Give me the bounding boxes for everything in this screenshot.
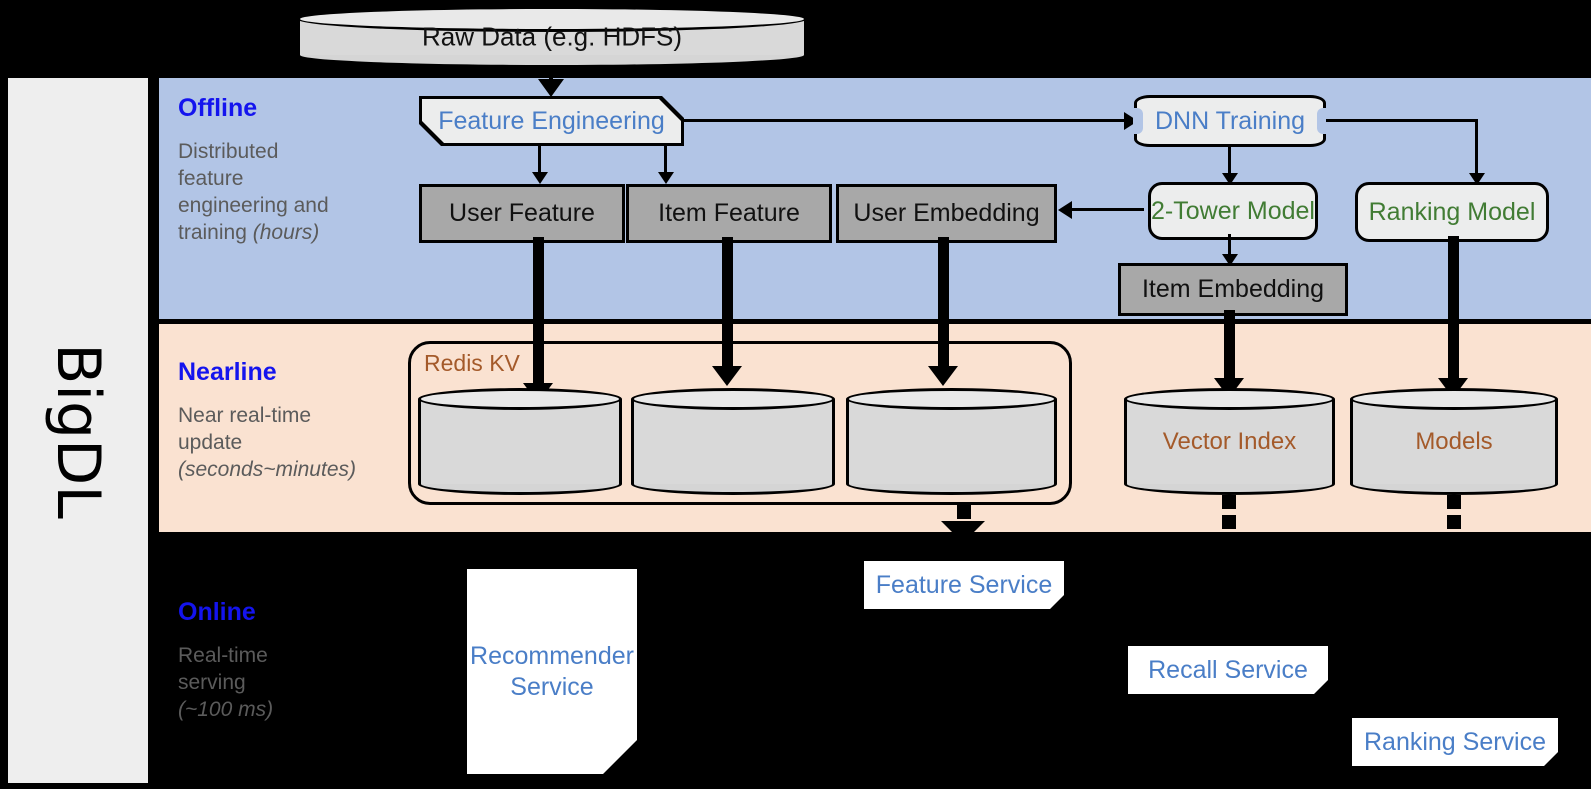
cylinder-top bbox=[846, 388, 1057, 410]
arrow-dnn-ranking-v bbox=[1475, 119, 1478, 178]
nearline-title: Nearline bbox=[178, 358, 277, 386]
user-feature-label: User Feature bbox=[449, 199, 595, 227]
two-tower-model-label: 2-Tower Model bbox=[1151, 196, 1315, 225]
recall-service-label: Recall Service bbox=[1148, 655, 1308, 684]
recall-service-card[interactable]: Recall Service bbox=[1128, 646, 1328, 694]
dnn-training-box[interactable]: DNN Training bbox=[1133, 95, 1327, 147]
raw-data-store[interactable]: Raw Data (e.g. HDFS) bbox=[297, 6, 807, 68]
ranking-service-card[interactable]: Ranking Service bbox=[1352, 718, 1558, 766]
flow-userembedding-kv-head bbox=[928, 366, 958, 386]
ranking-model-label: Ranking Model bbox=[1368, 197, 1536, 226]
box-fill bbox=[422, 99, 681, 143]
kv-store-item-feature[interactable] bbox=[631, 388, 835, 495]
redis-kv-label: Redis KV bbox=[424, 350, 520, 376]
arrow-twotower-userembedding-head bbox=[1058, 201, 1072, 219]
cylinder-top bbox=[631, 388, 835, 410]
feature-service-label: Feature Service bbox=[875, 570, 1053, 599]
flow-itemfeature-kv-head bbox=[712, 366, 742, 386]
kv-store-user-feature[interactable] bbox=[418, 388, 622, 495]
item-embedding-box[interactable]: Item Embedding bbox=[1118, 263, 1348, 316]
offline-subtitle: Distributed feature engineering and trai… bbox=[178, 140, 329, 244]
link-fe-to-dnn bbox=[684, 119, 1133, 122]
feature-engineering-label: Feature Engineering bbox=[438, 106, 665, 135]
cylinder-body bbox=[418, 399, 622, 484]
item-embedding-label: Item Embedding bbox=[1141, 275, 1325, 303]
flow-userembedding-kv-shaft bbox=[938, 237, 949, 370]
arrow-dnn-twotower-shaft bbox=[1228, 147, 1231, 178]
user-embedding-label: User Embedding bbox=[853, 199, 1040, 227]
arrow-twotower-itememb-shaft bbox=[1228, 234, 1231, 260]
bracket-notch-right bbox=[1317, 108, 1327, 134]
feature-service-card[interactable]: Feature Service bbox=[864, 561, 1064, 609]
item-feature-label: Item Feature bbox=[658, 199, 800, 227]
offline-caption: Offline Distributed feature engineering … bbox=[178, 94, 329, 247]
flow-rankingmodel-models-shaft bbox=[1448, 236, 1459, 385]
cylinder-body bbox=[1350, 399, 1558, 484]
flow-userfeature-kv-shaft bbox=[533, 237, 544, 387]
ranking-model-box[interactable]: Ranking Model bbox=[1355, 182, 1549, 242]
flow-vectorindex-recall-dash1 bbox=[1222, 495, 1236, 509]
arrow-fe-itemfeature-shaft bbox=[664, 146, 667, 177]
item-feature-box[interactable]: Item Feature bbox=[626, 184, 832, 243]
arrow-rawdata-fe-head bbox=[538, 79, 564, 97]
online-subtitle: Real-time serving (~100 ms) bbox=[178, 644, 274, 721]
ranking-service-label: Ranking Service bbox=[1363, 727, 1547, 756]
recommender-service-label: Recommender Service bbox=[470, 642, 634, 701]
cylinder-top bbox=[418, 388, 622, 410]
flow-kv-featureservice-head bbox=[941, 521, 985, 543]
vector-index-label: Vector Index bbox=[1162, 427, 1297, 455]
models-label: Models bbox=[1415, 427, 1493, 455]
raw-data-label: Raw Data (e.g. HDFS) bbox=[421, 21, 683, 52]
flow-models-ranking-dash2 bbox=[1447, 515, 1461, 529]
arrow-rawdata-fe-shaft bbox=[549, 68, 553, 87]
offline-title: Offline bbox=[178, 94, 258, 122]
cylinder-body bbox=[631, 399, 835, 484]
cylinder-body bbox=[846, 399, 1057, 484]
flow-models-ranking-dash1 bbox=[1447, 495, 1461, 509]
dnn-training-label: DNN Training bbox=[1154, 106, 1306, 135]
bigdl-framework-rail: BigDL bbox=[8, 78, 148, 783]
arrow-twotower-userembedding-shaft bbox=[1072, 208, 1144, 211]
user-feature-box[interactable]: User Feature bbox=[419, 184, 625, 243]
flow-kv-featureservice-dash1 bbox=[957, 505, 971, 519]
user-embedding-box[interactable]: User Embedding bbox=[836, 184, 1057, 243]
nearline-subtitle: Near real-time update (seconds~minutes) bbox=[178, 404, 356, 481]
cylinder-body bbox=[1124, 399, 1335, 484]
flow-itemfeature-kv-shaft bbox=[722, 237, 733, 370]
online-caption: Online Real-time serving (~100 ms) bbox=[178, 598, 273, 724]
arrow-fe-userfeature-head bbox=[532, 172, 548, 184]
flow-itememb-vectorindex-shaft bbox=[1224, 310, 1235, 385]
flow-vectorindex-recall-dash2 bbox=[1222, 515, 1236, 529]
feature-engineering-box[interactable]: Feature Engineering bbox=[419, 96, 684, 146]
two-tower-model-box[interactable]: 2-Tower Model bbox=[1148, 182, 1318, 240]
online-title: Online bbox=[178, 598, 256, 626]
kv-store-user-embedding[interactable] bbox=[846, 388, 1057, 495]
bracket-notch-left bbox=[1133, 108, 1143, 134]
arrow-fe-userfeature-shaft bbox=[538, 146, 541, 177]
recommender-service-card[interactable]: Recommender Service bbox=[467, 569, 637, 774]
bigdl-label: BigDL bbox=[43, 342, 113, 519]
nearline-caption: Nearline Near real-time update (seconds~… bbox=[178, 358, 356, 484]
cylinder-top bbox=[297, 6, 807, 32]
arrow-fe-itemfeature-head bbox=[658, 172, 674, 184]
redis-kv-container[interactable] bbox=[408, 341, 1072, 505]
models-store[interactable]: Models bbox=[1350, 388, 1558, 495]
cylinder-top bbox=[1350, 388, 1558, 410]
vector-index-store[interactable]: Vector Index bbox=[1124, 388, 1335, 495]
arrow-dnn-ranking-h bbox=[1326, 119, 1478, 122]
cylinder-top bbox=[1124, 388, 1335, 410]
